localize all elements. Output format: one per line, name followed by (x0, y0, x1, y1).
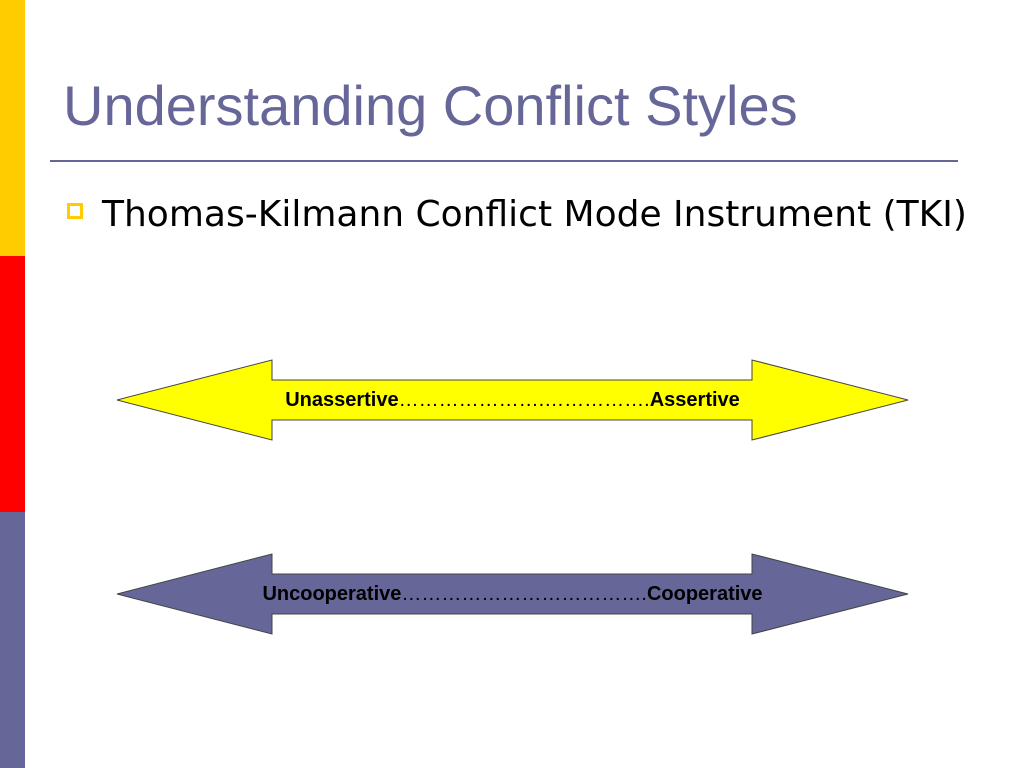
unassertive-label: Unassertive (285, 388, 399, 411)
arrow-label: Unassertive………………….…………….Assertive (115, 358, 910, 442)
title-underline (50, 160, 958, 162)
slide-title: Understanding Conflict Styles (63, 74, 798, 137)
accent-bar-red (0, 256, 25, 512)
cooperativeness-arrow: Uncooperative……………………………….Cooperative (115, 552, 910, 636)
double-arrow-icon (116, 359, 909, 441)
dotted-leader: ………………………………. (401, 582, 647, 605)
uncooperative-label: Uncooperative (262, 582, 402, 605)
accent-bar-purple (0, 512, 25, 768)
dotted-leader: ………………….……………. (398, 388, 650, 411)
assertiveness-arrow: Unassertive………………….…………….Assertive (115, 358, 910, 442)
accent-bar-yellow (0, 0, 25, 256)
square-bullet-icon (67, 203, 83, 219)
cooperative-label: Cooperative (646, 582, 763, 605)
assertive-label: Assertive (649, 388, 740, 411)
bullet-text: Thomas-Kilmann Conflict Mode Instrument … (102, 194, 967, 235)
arrow-label: Uncooperative……………………………….Cooperative (115, 552, 910, 636)
double-arrow-icon (116, 553, 909, 635)
